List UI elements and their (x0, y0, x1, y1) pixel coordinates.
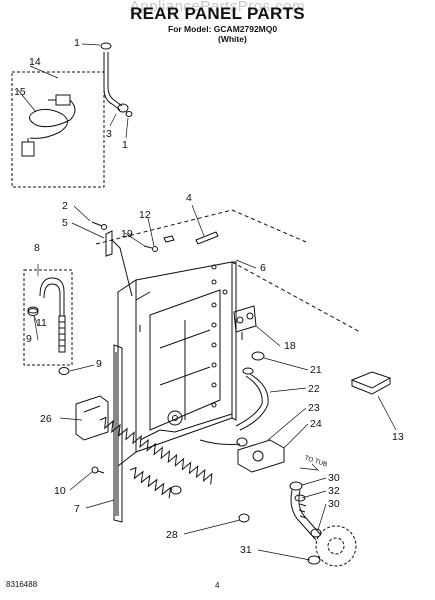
callout-3: 3 (106, 128, 112, 140)
box-drain-hose-group (23, 269, 73, 366)
callout-5: 5 (62, 217, 68, 229)
callout-4: 4 (186, 192, 192, 204)
callout-28: 28 (166, 529, 178, 541)
callout-15: 15 (14, 86, 26, 98)
callout-9a: 9 (26, 333, 32, 345)
page-title: REAR PANEL PARTS (130, 4, 305, 23)
clamp-31 (307, 555, 321, 565)
callout-19: 19 (121, 228, 133, 240)
screw-2 (91, 221, 107, 230)
screw-10 (91, 466, 105, 474)
drain-hose-part (27, 277, 66, 353)
clamp-28 (238, 513, 250, 523)
callout-7: 7 (74, 503, 80, 515)
box-power-cord-group (11, 71, 105, 188)
callout-23: 23 (308, 402, 320, 414)
callout-14: 14 (29, 56, 41, 68)
hose-clamp-9 (58, 367, 70, 375)
clip-12 (163, 235, 175, 243)
callout-12: 12 (139, 209, 151, 221)
callout-9b: 9 (96, 358, 102, 370)
fill-hose-part (235, 367, 269, 431)
cabinet-top-outline (95, 209, 307, 245)
spring-left (99, 416, 213, 485)
bracket-5 (105, 230, 133, 297)
bracket-13 (350, 371, 392, 395)
power-cord-part (21, 94, 76, 157)
callout-10: 10 (54, 485, 66, 497)
callout-1b: 1 (122, 139, 128, 151)
callout-30b: 30 (328, 498, 340, 510)
corner-post-part (113, 344, 123, 523)
rear-panel-part (117, 261, 237, 516)
grommet-21 (251, 351, 265, 361)
spring-right (129, 466, 172, 499)
callout-1a: 1 (74, 37, 80, 49)
callout-6: 6 (260, 262, 266, 274)
watermark: AppliancePartsPros.com (129, 0, 306, 15)
page-number: 4 (215, 581, 220, 590)
drain-pump-hose-part (289, 481, 321, 541)
callout-8: 8 (34, 242, 40, 254)
water-valve-part (233, 305, 257, 340)
model-line: For Model: GCAM2792MQ0 (168, 24, 278, 34)
pump-assembly-part (199, 437, 285, 473)
callout-11: 11 (36, 317, 47, 329)
callout-24: 24 (310, 418, 322, 430)
leader-lines (17, 43, 397, 561)
callout-13: 13 (392, 431, 404, 443)
pump-housing-part (315, 525, 357, 567)
spring-end-cap (170, 485, 182, 495)
doc-number: 8316488 (6, 580, 38, 589)
callout-2: 2 (62, 200, 68, 212)
callout-21: 21 (310, 364, 322, 376)
motor-bracket-part (75, 395, 109, 441)
callout-18: 18 (284, 340, 296, 352)
callout-30a: 30 (328, 472, 340, 484)
callout-31: 31 (240, 544, 252, 556)
callout-32: 32 (328, 485, 340, 497)
callout-22: 22 (308, 383, 320, 395)
inlet-hose-part (100, 42, 133, 117)
callout-26: 26 (40, 413, 52, 425)
color-line: (White) (218, 34, 247, 44)
strip-4 (195, 231, 219, 245)
